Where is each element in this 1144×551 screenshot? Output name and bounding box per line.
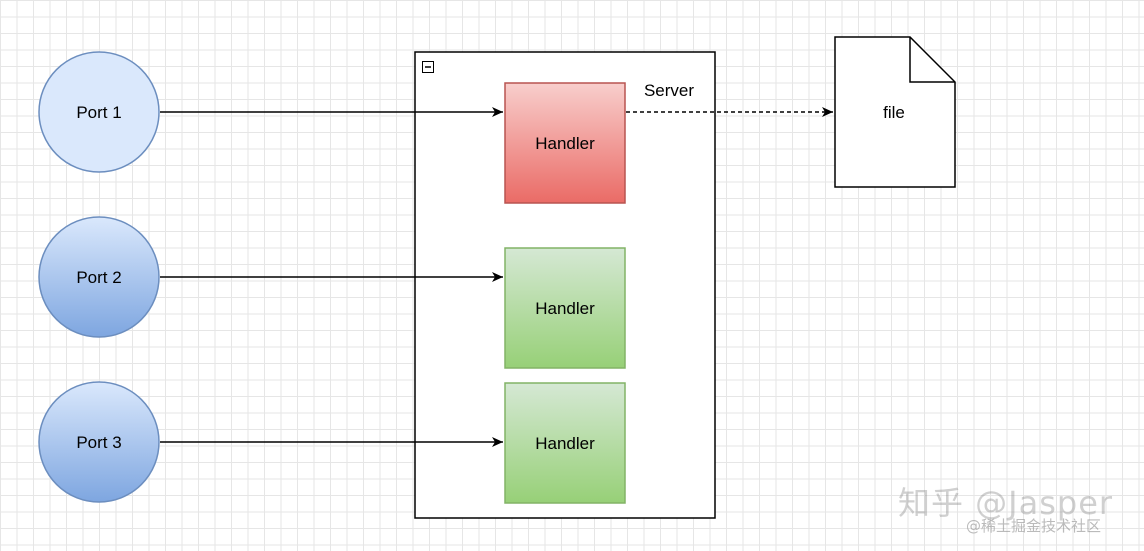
server-label: Server xyxy=(644,81,694,100)
port-1-label: Port 1 xyxy=(76,103,121,122)
collapse-icon[interactable] xyxy=(422,61,434,73)
handler-1[interactable]: Handler xyxy=(504,82,626,204)
watermark-sub: @稀土掘金技术社区 xyxy=(966,517,1102,535)
handler-1-label: Handler xyxy=(535,134,595,153)
port-3[interactable]: Port 3 xyxy=(38,381,160,503)
port-1[interactable]: Port 1 xyxy=(38,51,160,173)
port-2[interactable]: Port 2 xyxy=(38,216,160,338)
watermark-main: 知乎 @Jasper xyxy=(898,484,1114,522)
handler-3-label: Handler xyxy=(535,434,595,453)
port-2-label: Port 2 xyxy=(76,268,121,287)
file-label: file xyxy=(883,103,905,122)
file-node[interactable]: file xyxy=(834,36,956,188)
handler-2-label: Handler xyxy=(535,299,595,318)
port-3-label: Port 3 xyxy=(76,433,121,452)
handler-2[interactable]: Handler xyxy=(504,247,626,369)
handler-3[interactable]: Handler xyxy=(504,382,626,504)
